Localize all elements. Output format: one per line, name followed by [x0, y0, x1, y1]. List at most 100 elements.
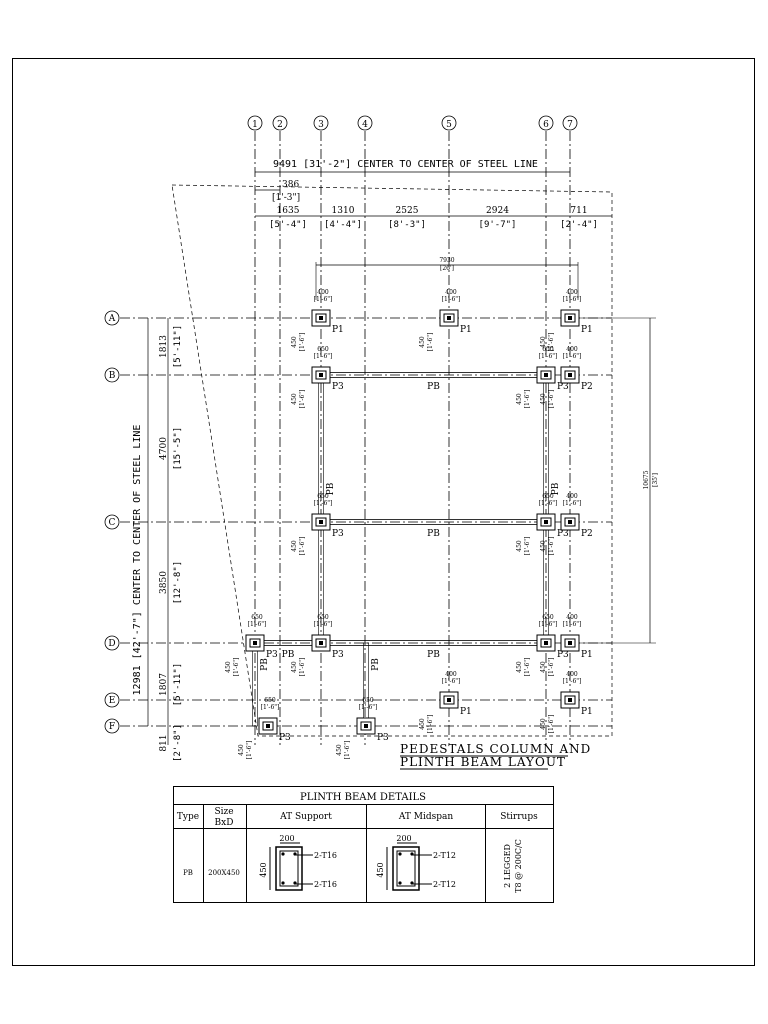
pedestal-depth-dim: 450 [540, 661, 547, 673]
grid-bubble-row-F [104, 718, 120, 734]
header-at-midspan: AT Midspan [398, 812, 453, 822]
pedestal-width-dim: 400 [445, 671, 457, 678]
grid-bubble-row-C [104, 514, 120, 530]
pedestal-depth-dim: 450 [419, 718, 426, 730]
first-dim-mm: 386 [282, 180, 299, 190]
pedestal-inner [564, 370, 576, 380]
grid-label-row-D: D [108, 639, 115, 649]
midspan-section-sketch: 200 450 2-T12 2-T12 [376, 834, 456, 891]
grid-bubble-col-5 [441, 115, 457, 131]
right-dim-imp: [35'] [652, 473, 659, 487]
left-seg-imp-4: [2'-8"] [173, 724, 183, 762]
top-seg-imp-3: [9'-7"] [479, 220, 517, 230]
pedestal-type-label: P2 [581, 382, 593, 392]
grid-label-row-E: E [109, 696, 116, 706]
pedestals: P1400[1'-6"]450[1'-6"]P1400[1'-6"]450[1'… [225, 289, 593, 759]
pedestal-width-imp: [1'-6"] [539, 500, 558, 507]
pedestal-width-imp: [1'-6"] [359, 704, 378, 711]
left-seg-mm-1: 4700 [159, 437, 169, 460]
pedestal-type-label: P3 [332, 650, 344, 660]
pedestal-width-dim: 650 [317, 346, 329, 353]
pedestal-core [319, 641, 323, 645]
grid-label-col-6: 6 [543, 120, 549, 130]
pedestal-core [319, 520, 323, 524]
pedestal-depth-imp: [1'-6"] [299, 537, 306, 556]
pedestal-depth-imp: [1'-6"] [427, 333, 434, 352]
plinth-beam-label-h-3: PB [282, 650, 295, 660]
first-dim-imp: [1'-3"] [272, 193, 300, 203]
pedestal-type-label: P3 [557, 382, 569, 392]
pedestal-core [447, 316, 451, 320]
pedestal-width-imp: [1'-6"] [314, 621, 333, 628]
pedestal-width-dim: 650 [251, 614, 263, 621]
pedestal-width-imp: [1'-6"] [539, 621, 558, 628]
row-size: 200X450 [208, 869, 240, 877]
pedestal-type-label: P1 [460, 325, 472, 335]
svg-text:2-T12: 2-T12 [433, 851, 456, 860]
pedestal-width-imp: [1'-6"] [563, 500, 582, 507]
pedestal-core [568, 316, 572, 320]
plinth-beam-label-v-3: PB [260, 658, 270, 671]
grid-bubble-row-E [104, 692, 120, 708]
top-seg-mm-4: 711 [570, 206, 587, 216]
pedestal-type-label: P3 [557, 529, 569, 539]
pedestal-inner [360, 721, 372, 731]
top-seg-imp-1: [4'-4"] [324, 220, 362, 230]
grid-bubble-col-7 [562, 115, 578, 131]
grid-label-row-A: A [108, 314, 116, 324]
pedestal-depth-imp: [1'-6"] [548, 537, 555, 556]
pedestal-depth-dim: 450 [540, 336, 547, 348]
stirrups-line-1: 2 LEGGED [503, 844, 512, 888]
pedestal-width-dim: 400 [566, 671, 578, 678]
pedestal-depth-dim: 450 [291, 393, 298, 405]
pedestal-core [544, 520, 548, 524]
plinth-beam-label-v-2: PB [371, 658, 381, 671]
pedestal-type-label: P1 [581, 325, 593, 335]
pedestal-depth-imp: [1'-6"] [299, 658, 306, 677]
pedestal-depth-dim: 450 [225, 661, 232, 673]
grid-bubble-row-A [104, 310, 120, 326]
pedestal-width-dim: 650 [542, 614, 554, 621]
header-bxd: BxD [215, 818, 234, 828]
pedestal-core [447, 698, 451, 702]
pedestal-depth-dim: 450 [516, 393, 523, 405]
grid-bubble-col-2 [272, 115, 288, 131]
overall-dim-text: 9491 [31'-2"] CENTER TO CENTER OF STEEL … [273, 159, 538, 170]
top-seg-imp-2: [8'-3"] [388, 220, 426, 230]
pedestal-type-label: P2 [581, 529, 593, 539]
grid-label-col-1: 1 [252, 120, 258, 130]
grid-bubble-row-B [104, 367, 120, 383]
left-seg-mm-4: 811 [159, 734, 169, 751]
pedestal-inner [564, 638, 576, 648]
grid-label-row-F: F [109, 722, 115, 732]
pedestal-width-dim: 650 [317, 614, 329, 621]
pedestal-depth-imp: [1'-6"] [524, 658, 531, 677]
grid-label-row-C: C [109, 518, 116, 528]
pedestal-type-label: P3 [377, 733, 389, 743]
svg-text:200: 200 [396, 834, 411, 843]
pedestal-type-label: P1 [332, 325, 344, 335]
pedestal-inner [315, 313, 327, 323]
pedestal-width-imp: [1'-6"] [539, 353, 558, 360]
svg-text:2-T12: 2-T12 [433, 880, 456, 889]
pedestal-core [544, 373, 548, 377]
svg-text:200: 200 [279, 834, 294, 843]
pedestal-depth-imp: [1'-6"] [548, 715, 555, 734]
pedestal-core [266, 724, 270, 728]
row-type: PB [183, 869, 193, 877]
pedestal-type-label: P3 [332, 382, 344, 392]
header-size: Size [214, 807, 233, 817]
dimension-lines: 9491 [31'-2"] CENTER TO CENTER OF STEEL … [132, 159, 659, 762]
plinth-beam-label-v-0: PB [326, 482, 336, 495]
pedestal-core [568, 520, 572, 524]
pedestal-inner [443, 313, 455, 323]
